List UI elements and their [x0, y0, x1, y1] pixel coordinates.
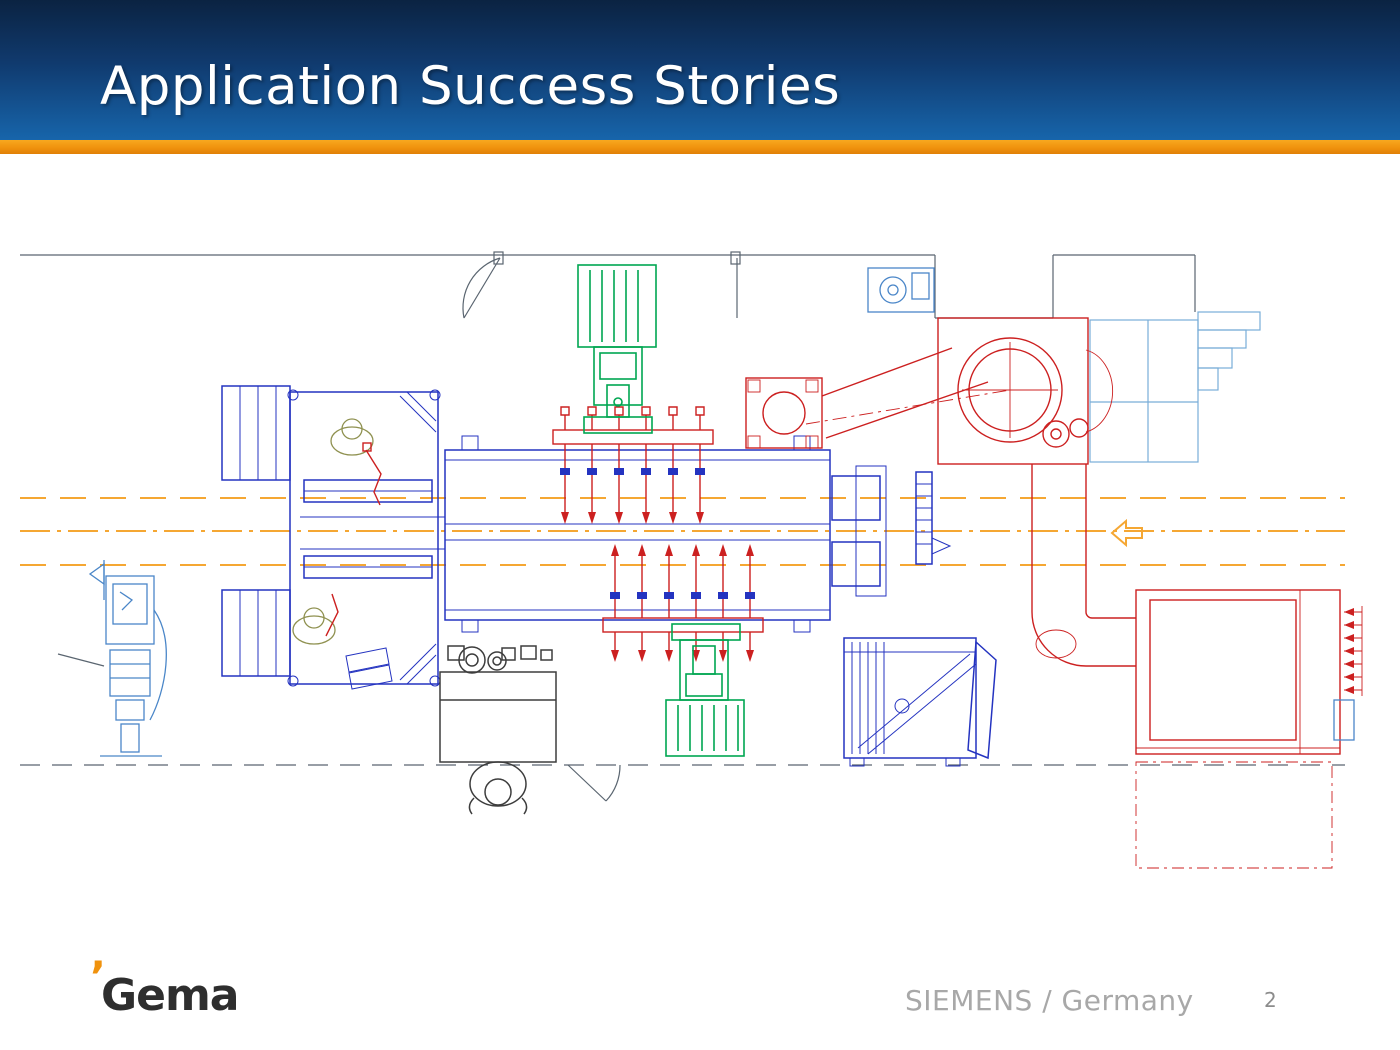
- plant-layout-drawing: [20, 251, 1363, 869]
- operator-figure-bottom: [292, 593, 339, 645]
- walking-person: [468, 761, 528, 815]
- slatted-column: [915, 471, 952, 565]
- recovery-duct: [1031, 464, 1136, 667]
- powder-control-unit: [57, 560, 167, 757]
- gema-flame-icon: ’: [90, 952, 106, 1001]
- direction-arrow: [1110, 518, 1143, 548]
- cyclone-unit: [745, 317, 1114, 465]
- slide-title: Application Success Stories: [100, 56, 841, 117]
- powder-booth: [300, 435, 887, 633]
- slide-body: [0, 154, 1400, 954]
- pump-station: [439, 645, 557, 763]
- conveyor-path-lines: [20, 497, 1345, 566]
- reciprocator-bottom: [665, 623, 745, 757]
- gema-logo-text: Gema: [101, 970, 239, 1021]
- fan-unit: [867, 267, 935, 313]
- page-number: 2: [1264, 988, 1277, 1012]
- powder-container: [843, 637, 997, 767]
- operator-figure-top: [330, 418, 382, 506]
- slide-header: Application Success Stories: [0, 0, 1400, 140]
- customer-caption: SIEMENS / Germany: [905, 984, 1194, 1017]
- boundary-walls: [20, 251, 1345, 802]
- gun-cluster-bottom: [602, 544, 764, 662]
- reciprocator-top: [577, 264, 657, 434]
- after-filter-unit: [1135, 589, 1363, 869]
- gema-logo: ’ Gema: [90, 952, 239, 1022]
- gun-cluster-top: [552, 406, 714, 524]
- stepped-structure: [1089, 311, 1261, 463]
- control-cabinets: [221, 385, 291, 677]
- operator-room: [287, 389, 441, 690]
- accent-bar: [0, 140, 1400, 154]
